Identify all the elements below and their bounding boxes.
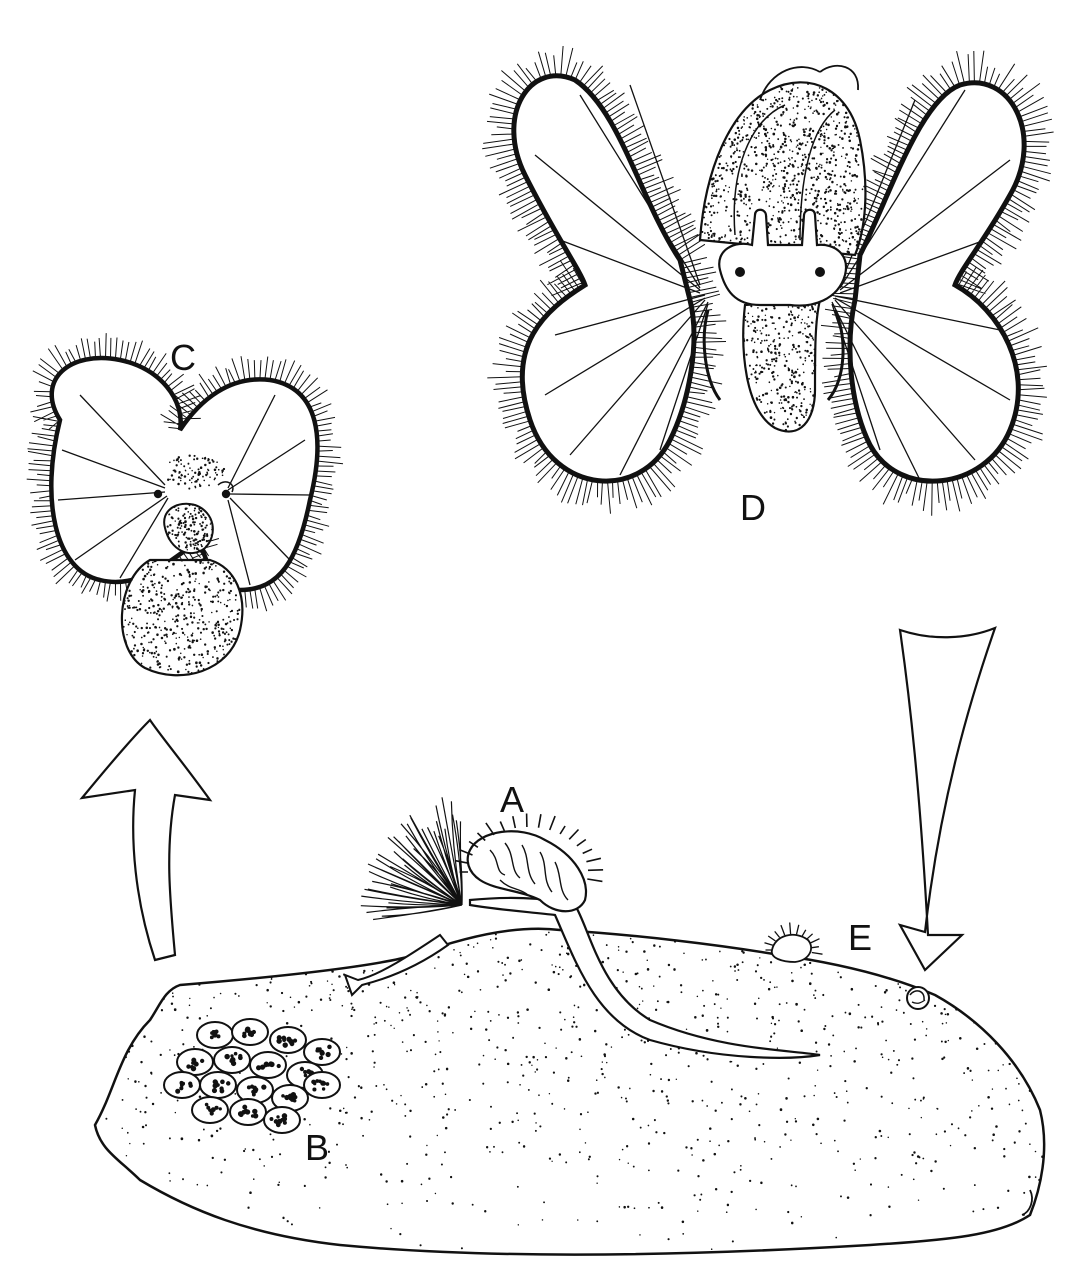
- larva-c-eye-left: [154, 490, 162, 498]
- label-b: B: [305, 1127, 329, 1168]
- larva-c: C: [27, 333, 343, 675]
- larva-d-eye-left: [735, 267, 745, 277]
- larva-d-eye-right: [815, 267, 825, 277]
- juvenile-snail: [765, 923, 823, 963]
- label-c: C: [170, 337, 196, 378]
- arrow-down: [900, 628, 995, 970]
- larva-d: D: [482, 46, 1053, 528]
- larva-d-left-velum-outline: [514, 76, 694, 481]
- adult-tentacle-plume: [361, 797, 462, 919]
- larva-c-head-stipple: [167, 455, 225, 490]
- label-d: D: [740, 487, 766, 528]
- arrow-up: [82, 720, 210, 960]
- larva-d-right-velum-outline: [850, 83, 1024, 481]
- larva-d-foot: [743, 300, 820, 432]
- larva-c-eye-right: [222, 490, 230, 498]
- label-a: A: [500, 779, 524, 820]
- label-e: E: [848, 917, 872, 958]
- settled-juvenile-e: [907, 987, 929, 1009]
- larva-c-velum-outline: [51, 358, 317, 590]
